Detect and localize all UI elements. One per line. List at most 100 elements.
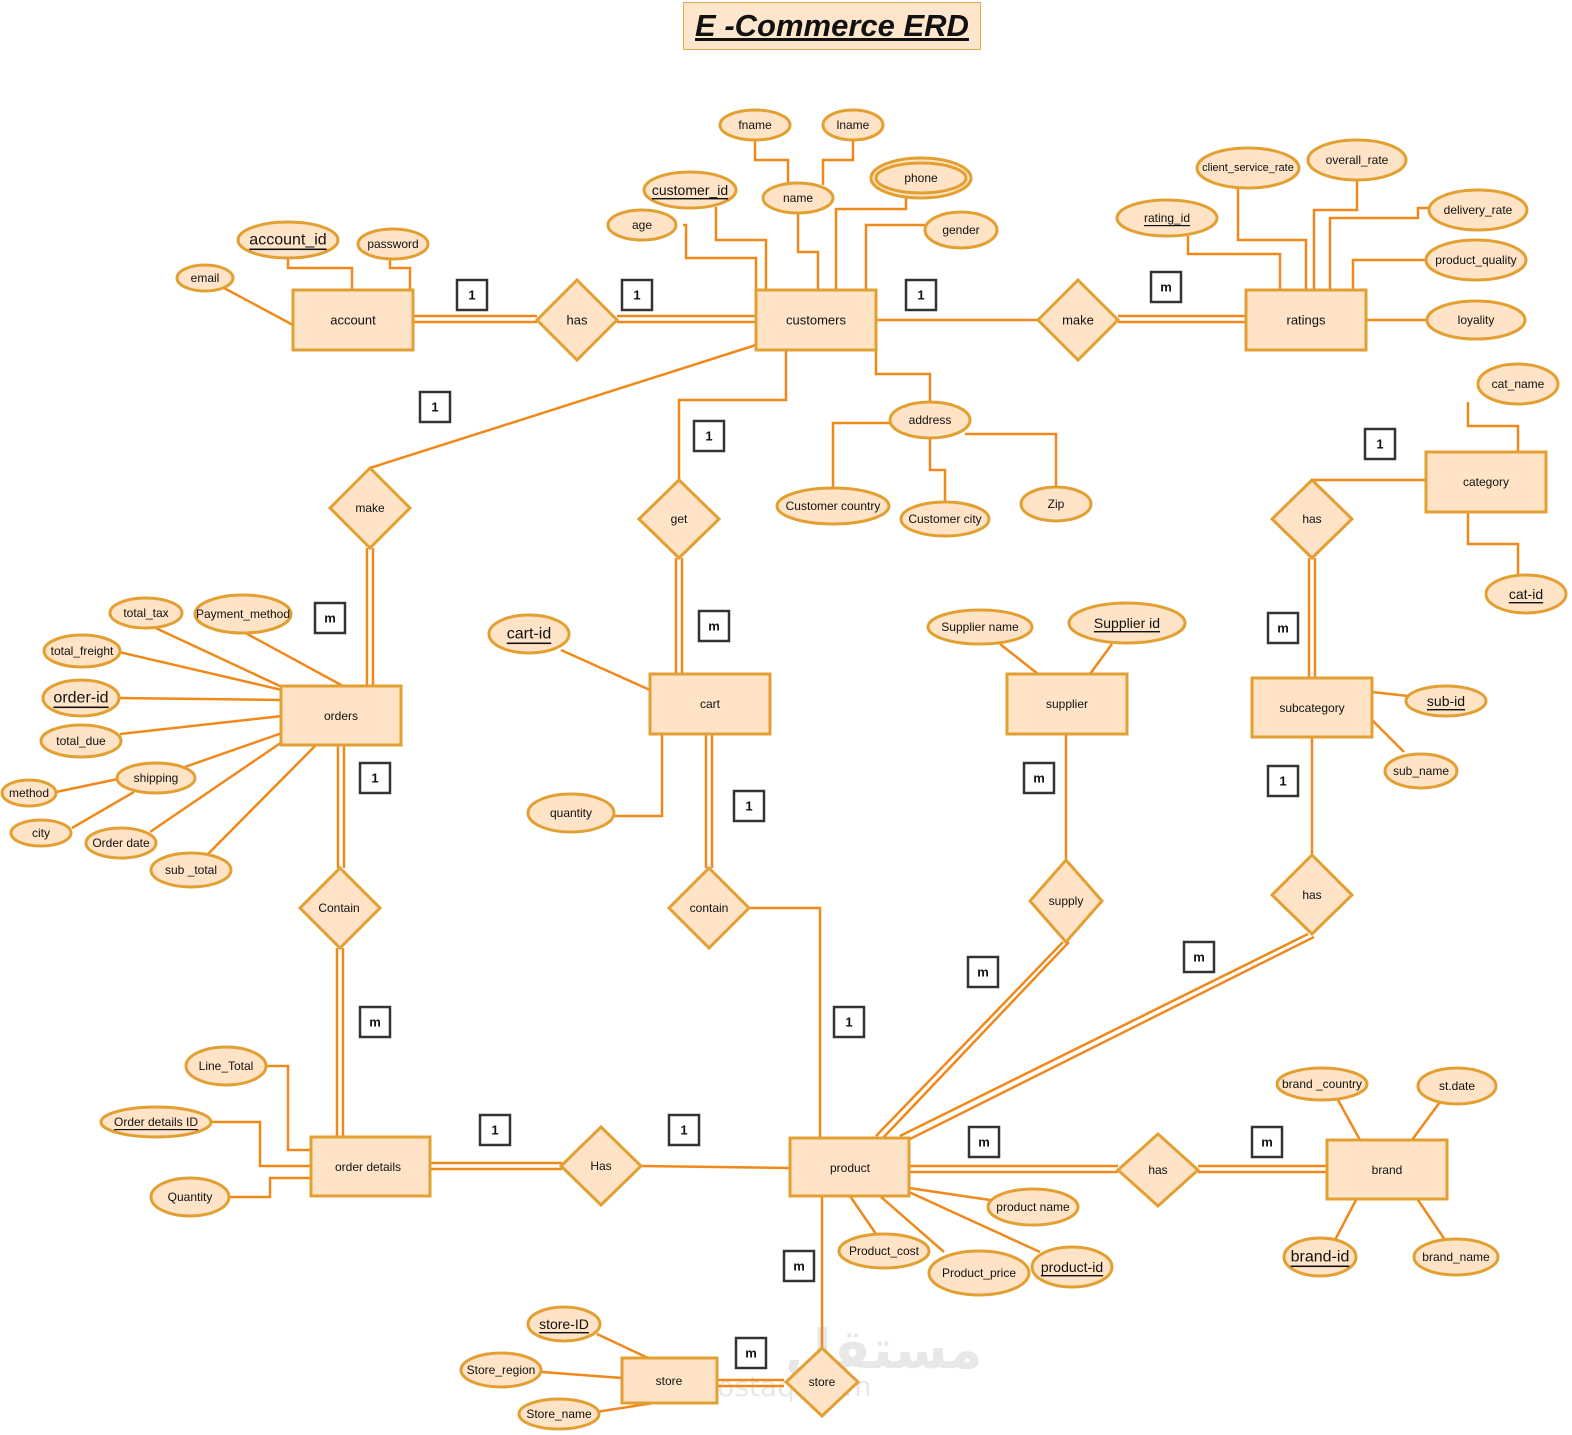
entity-store [620,1356,719,1405]
attr-customer-id [642,170,738,210]
attr-cart-id [487,613,571,655]
label-brand-country: brand _country [1282,1077,1362,1091]
line-sub-id [1371,690,1409,698]
card-box [418,390,452,424]
card-box [734,1336,768,1370]
label-city: city [32,826,50,840]
attr-supplier-name [926,608,1034,646]
label-rel-make-ratings: make [1062,313,1094,328]
label-rel-make-orders: make [355,501,385,515]
card-label: m [977,965,989,980]
line-age [683,223,758,290]
label-fname: fname [738,118,772,132]
line-has-brand [1198,1164,1327,1174]
line-supply-product [875,941,1070,1140]
attr-customer-country [775,486,891,526]
label-cart-id: cart-id [507,626,551,643]
card-box [904,278,938,312]
line-cart-id [560,648,651,692]
label-product-quality: product_quality [1435,253,1516,267]
attr-order-details-id [99,1105,213,1139]
label-sub-id: sub-id [1427,693,1465,709]
line-payment [239,628,344,688]
label-store-id: store-ID [539,1316,589,1332]
attr-payment-method [193,593,293,635]
rel-make-orders [327,465,413,551]
label-total-due: total_due [56,734,106,748]
label-total-freight: total_freight [51,644,114,658]
label-brand: brand [1372,1163,1403,1177]
card-box [313,601,347,635]
relationships [297,277,1355,1419]
attr-supplier-id [1067,601,1187,645]
label-loyality: loyality [1458,313,1495,327]
attr-password [356,227,430,261]
attr-product-name [986,1187,1080,1227]
line-cat-name [1466,402,1520,452]
card-box [967,1125,1001,1159]
attr-store-name [517,1397,601,1431]
card-label: m [1193,950,1205,965]
line-product-name [908,1186,991,1202]
card-label: 1 [705,429,712,444]
card-box [667,1113,701,1147]
attr-city [9,818,73,848]
label-product-cost: Product_cost [849,1244,920,1258]
entity-product [788,1136,911,1198]
label-rel-has-account: has [567,313,588,328]
card-box [1149,270,1183,304]
line-zip [965,432,1058,487]
label-shipping: shipping [134,771,179,785]
card-label: 1 [1376,437,1383,452]
card-box [358,761,392,795]
label-rel-store: store [809,1375,836,1389]
card-label: 1 [371,771,378,786]
label-sub-total: sub _total [165,863,217,877]
labels: account customers ratings category order… [9,118,1545,1421]
attr-st-date [1416,1066,1498,1106]
line-st-date [1410,1101,1442,1141]
label-st-date: st.date [1439,1079,1475,1093]
line-order-id [119,696,283,702]
line-sub-total [205,744,317,857]
label-rel-contain-cart: contain [690,901,729,915]
label-gender: gender [942,223,979,237]
line-has-customers [617,314,756,324]
line-method [55,777,119,794]
label-sub-name: sub_name [1393,764,1449,778]
line-shipping [181,731,283,770]
card-label: m [1261,1135,1273,1150]
label-customer-city: Customer city [908,512,981,526]
line-cat-id [1466,512,1520,575]
label-ratings: ratings [1286,313,1326,328]
line-has-subcategory [1307,558,1317,678]
line-orders-contain [336,745,346,868]
entity-ratings [1244,288,1368,352]
line-make-orders [365,548,375,686]
card-label: m [1033,771,1045,786]
card-label: m [1160,280,1172,295]
attr-zip [1019,485,1093,523]
entity-order-details [309,1135,432,1198]
attr-age [606,208,678,242]
label-order-details: order details [335,1160,401,1174]
card-box [1266,611,1300,645]
label-rel-has-brand: has [1148,1163,1167,1177]
attr-phone-inner [874,161,968,195]
line-order-details-id [210,1120,311,1168]
label-supplier-name: Supplier name [941,620,1019,634]
label-customer-country: Customer country [786,499,881,513]
entity-cart [648,672,772,736]
rel-contain-cart [666,865,752,951]
attr-product-id [1030,1245,1114,1289]
attr-client-service-rate [1195,146,1301,190]
label-account: account [330,313,376,328]
line-total-freight [118,650,283,692]
line-client-service [1236,187,1308,290]
attr-method [0,778,58,808]
attr-address [888,400,972,440]
label-order-details-id: Order details ID [114,1115,198,1129]
attr-email [175,263,235,293]
card-box [697,609,731,643]
cardinality-boxes [313,270,1397,1370]
